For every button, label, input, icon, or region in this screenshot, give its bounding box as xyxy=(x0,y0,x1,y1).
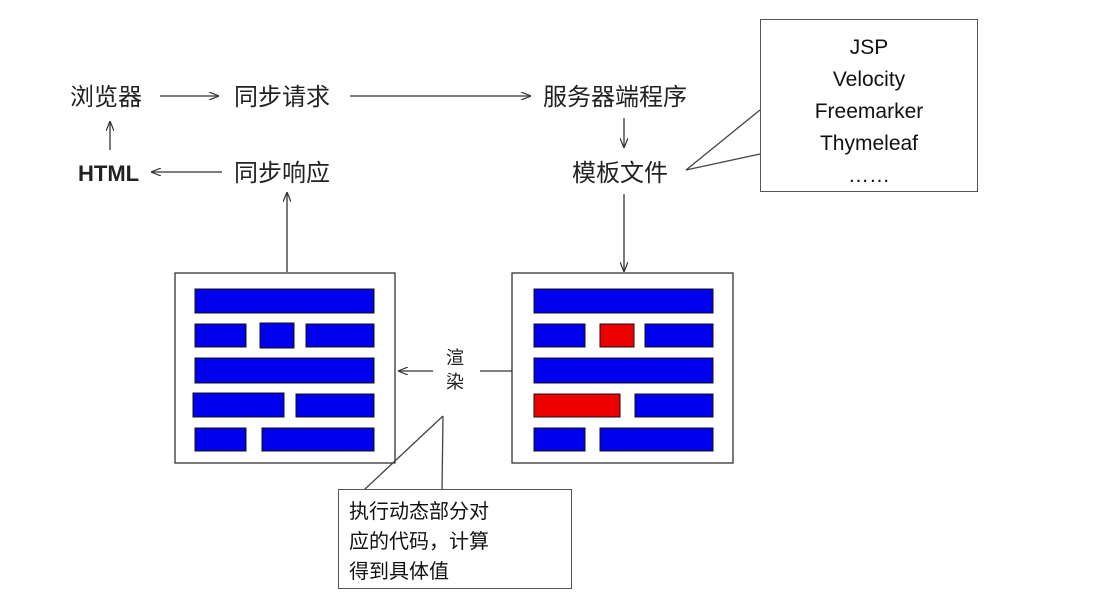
render-label-1: 渲 xyxy=(446,348,464,369)
static-block xyxy=(634,393,714,418)
engine-freemarker: Freemarker xyxy=(814,100,924,123)
engine-jsp: JSP xyxy=(849,36,889,59)
static-block xyxy=(533,288,714,314)
static-block xyxy=(533,323,586,348)
static-block xyxy=(194,323,247,348)
engine-ellipsis: …… xyxy=(848,164,890,187)
note-line-1: 执行动态部分对 xyxy=(349,499,489,523)
static-block xyxy=(533,357,714,384)
template-engines-callout: JSP Velocity Freemarker Thymeleaf …… xyxy=(760,19,978,192)
static-block xyxy=(533,427,586,452)
static-block xyxy=(599,427,714,452)
engine-velocity: Velocity xyxy=(832,68,906,91)
static-block xyxy=(295,393,375,418)
template-list-pointer xyxy=(685,109,761,171)
static-block xyxy=(305,323,375,348)
server-program-label: 服务器端程序 xyxy=(543,83,687,111)
rendered-dynamic-block xyxy=(259,322,295,349)
static-block xyxy=(644,323,714,348)
note-line-2: 应的代码，计算 xyxy=(349,529,489,553)
note-pointer-right xyxy=(441,415,444,491)
static-block xyxy=(194,427,247,452)
browser-label: 浏览器 xyxy=(70,83,142,111)
note-pointer-left xyxy=(363,415,444,491)
sync-response-label: 同步响应 xyxy=(234,159,330,187)
engine-thymeleaf: Thymeleaf xyxy=(819,132,919,155)
dynamic-block xyxy=(533,393,621,418)
render-label-2: 染 xyxy=(446,372,464,393)
static-block xyxy=(261,427,375,452)
note-line-3: 得到具体值 xyxy=(349,559,449,583)
template-file-label: 模板文件 xyxy=(572,159,668,187)
static-block xyxy=(194,288,375,314)
sync-request-label: 同步请求 xyxy=(234,83,330,111)
render-note-callout: 执行动态部分对 应的代码，计算 得到具体值 xyxy=(338,489,572,589)
static-block xyxy=(194,357,375,384)
html-label: HTML xyxy=(78,161,139,186)
dynamic-block xyxy=(599,323,635,348)
rendered-dynamic-block xyxy=(192,392,285,418)
